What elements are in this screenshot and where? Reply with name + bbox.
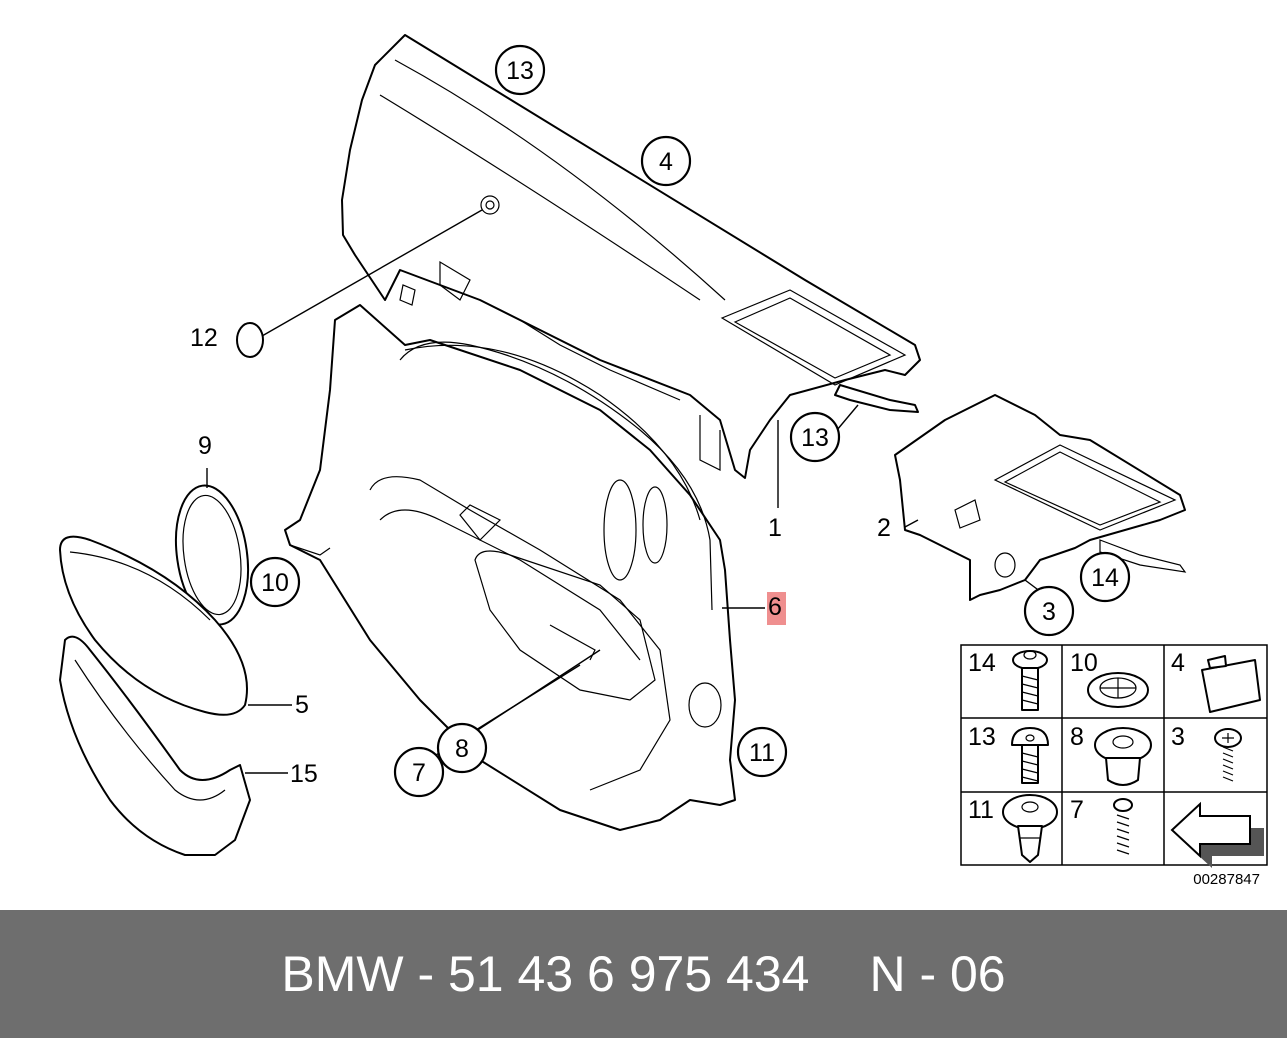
legend-cell-14[interactable]: 14 <box>968 649 1048 711</box>
legend-cell-7[interactable]: 7 <box>1070 796 1133 855</box>
svg-text:8: 8 <box>1070 723 1084 751</box>
footer-part-number: BMW - 51 43 6 975 434 <box>281 946 810 1002</box>
svg-text:6: 6 <box>768 593 782 621</box>
footer-code: N - 06 <box>869 946 1006 1002</box>
callout-7[interactable]: 7 <box>393 746 445 798</box>
svg-text:4: 4 <box>1171 649 1185 677</box>
callout-14[interactable]: 14 <box>1079 551 1131 603</box>
part-9-speaker-ring[interactable] <box>168 481 257 629</box>
bolt-13-icon <box>1011 727 1049 784</box>
svg-text:11: 11 <box>968 796 994 824</box>
legend-cell-13[interactable]: 13 <box>968 723 1049 784</box>
svg-text:14: 14 <box>1091 564 1119 592</box>
legend-cell-4[interactable]: 4 <box>1171 649 1261 713</box>
svg-text:15: 15 <box>290 760 318 788</box>
callout-6-highlighted[interactable]: 6 <box>767 592 786 625</box>
part-5-speaker-cover[interactable] <box>59 535 248 716</box>
cover-4-icon <box>1201 655 1261 713</box>
legend-cell-11[interactable]: 11 <box>968 794 1058 863</box>
screw-7-icon <box>1113 798 1133 855</box>
footer-bar: BMW - 51 43 6 975 434 N - 06 <box>0 910 1287 1038</box>
callout-2[interactable]: 2 <box>877 514 891 542</box>
legend-cell-10[interactable]: 10 <box>1070 649 1149 708</box>
grommet-8-icon <box>1094 727 1152 786</box>
callout-9[interactable]: 9 <box>198 432 212 460</box>
exploded-parts-diagram: 13 4 12 13 9 10 1 2 6 14 3 5 15 8 <box>59 34 1268 888</box>
legend-cell-3[interactable]: 3 <box>1171 723 1242 782</box>
part-12-cap[interactable] <box>236 322 264 358</box>
part-2-bracket[interactable] <box>894 394 1187 601</box>
svg-text:5: 5 <box>295 691 309 719</box>
svg-text:14: 14 <box>968 649 996 677</box>
callout-3[interactable]: 3 <box>1023 585 1075 637</box>
svg-text:7: 7 <box>1070 796 1084 824</box>
svg-text:12: 12 <box>190 324 218 352</box>
fastener-legend-grid: 14 10 4 13 <box>960 644 1268 868</box>
svg-text:7: 7 <box>412 759 426 787</box>
legend-cell-8[interactable]: 8 <box>1070 723 1152 786</box>
callout-5[interactable]: 5 <box>295 691 309 719</box>
part-4-upper-trim[interactable] <box>341 34 921 479</box>
svg-text:13: 13 <box>801 424 829 452</box>
part-6-inner-panel[interactable] <box>459 504 656 701</box>
callout-15[interactable]: 15 <box>290 760 318 788</box>
clip-11-icon <box>1002 794 1058 863</box>
bolt-14-icon <box>1012 650 1048 711</box>
orientation-arrow-icon <box>1170 801 1264 868</box>
svg-text:13: 13 <box>968 723 996 751</box>
callout-12[interactable]: 12 <box>190 324 218 352</box>
svg-text:10: 10 <box>1070 649 1098 677</box>
clip-10-icon <box>1087 672 1149 708</box>
svg-text:9: 9 <box>198 432 212 460</box>
svg-text:1: 1 <box>768 514 782 542</box>
callout-13-top[interactable]: 13 <box>494 44 546 96</box>
svg-text:3: 3 <box>1171 723 1185 751</box>
svg-text:8: 8 <box>455 735 469 763</box>
diagram-code: 00287847 <box>1193 871 1260 888</box>
part-15-trim-strip[interactable] <box>59 635 251 856</box>
callout-11[interactable]: 11 <box>736 726 788 778</box>
svg-text:10: 10 <box>261 569 289 597</box>
svg-text:4: 4 <box>659 148 673 176</box>
callout-1[interactable]: 1 <box>768 514 782 542</box>
callout-4[interactable]: 4 <box>640 135 692 187</box>
callout-8[interactable]: 8 <box>436 722 488 774</box>
svg-text:13: 13 <box>506 57 534 85</box>
part-13-bracket[interactable] <box>834 384 919 413</box>
callout-10[interactable]: 10 <box>249 556 301 608</box>
svg-text:11: 11 <box>749 739 775 767</box>
callout-13-middle[interactable]: 13 <box>789 411 841 463</box>
screw-3-icon <box>1214 728 1242 782</box>
svg-text:3: 3 <box>1042 598 1056 626</box>
svg-text:2: 2 <box>877 514 891 542</box>
